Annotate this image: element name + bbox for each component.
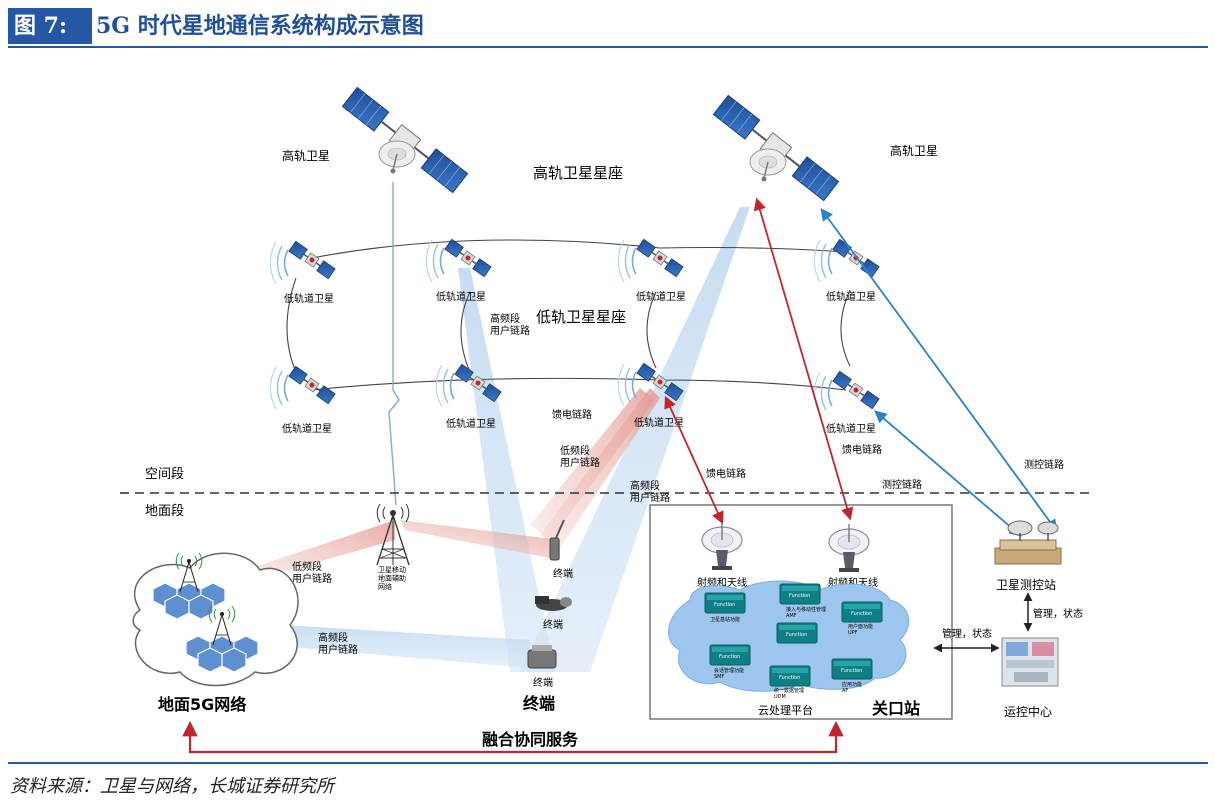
tt-link-arrow-1: [820, 207, 1058, 533]
terminal-label-3: 终端: [533, 676, 553, 689]
rf-antenna-2-icon: [828, 523, 870, 573]
mgmt-status-label-1: 管理，状态: [1033, 607, 1083, 620]
converged-service-arrow: [182, 720, 844, 754]
ground-segment-label: 地面段: [145, 504, 184, 519]
tt-link-label-2: 测控链路: [1024, 458, 1064, 471]
leo-satellite-1-icon: [269, 240, 336, 285]
geo-constellation-label: 高轨卫星星座: [533, 164, 623, 182]
low-band-link-label-2: 低频段用户链路: [292, 560, 332, 585]
geo-satellite-left-icon: [341, 86, 469, 194]
beam-leo-to-terminal: [458, 268, 555, 672]
tt-station-label: 卫星测控站: [996, 578, 1056, 592]
terminal-label-2: 终端: [543, 618, 563, 631]
fn-text-5: Function: [719, 654, 740, 660]
footer-rule: [8, 762, 1208, 764]
fn-text-3: Function: [851, 611, 872, 617]
geo-ground-link: [388, 182, 400, 506]
fn-text-7: Function: [841, 668, 862, 674]
leo-satellite-5-icon: [269, 365, 336, 410]
fn-text-2: Function: [789, 593, 810, 599]
beam-leo-terminal-red: [530, 388, 655, 540]
feeder-link-label-1: 馈电链路: [552, 408, 592, 421]
figure-number: 图 7:: [8, 8, 92, 44]
tt-link-label-1: 测控链路: [882, 478, 922, 491]
header: 图 7: 5G 时代星地通信系统构成示意图: [0, 0, 1215, 48]
fn-text-1: Function: [714, 602, 735, 608]
header-rule: [8, 46, 1208, 48]
leo-label-5: 低轨道卫星: [282, 422, 332, 435]
gateway-box: [649, 504, 953, 720]
gateway-label: 关口站: [872, 699, 920, 718]
fn-label-1: 卫星基站功能: [710, 616, 740, 623]
tt-link-arrow-2: [874, 410, 1022, 537]
high-band-link-label-2: 高频段用户链路: [630, 479, 670, 504]
ground-5g-network: [132, 552, 299, 687]
cloud-platform-label: 云处理平台: [758, 703, 813, 717]
leo-satellite-3-icon: [617, 238, 684, 283]
leo-label-4: 低轨道卫星: [826, 290, 876, 303]
ops-center-icon: [1001, 637, 1059, 687]
space-segment-label: 空间段: [145, 467, 184, 482]
terminal-big-label: 终端: [523, 694, 555, 713]
geo-satellite-right-icon: [712, 94, 840, 202]
leo-label-1: 低轨道卫星: [284, 292, 334, 305]
beam-tower-low-band: [240, 520, 395, 584]
leo-constellation-label: 低轨卫星星座: [536, 308, 626, 326]
fn-text-4: Function: [786, 632, 807, 638]
figure-title: 5G 时代星地通信系统构成示意图: [96, 13, 424, 39]
leo-label-8: 低轨道卫星: [826, 422, 876, 435]
terminal-vehicle-icon: [527, 645, 557, 669]
high-band-link-label-3: 高频段用户链路: [318, 631, 358, 656]
terminal-portable-icon: [535, 596, 572, 611]
ground-5g-label: 地面5G网络: [158, 695, 246, 714]
leo-satellite-2-icon: [425, 238, 492, 283]
geo-right-label: 高轨卫星: [890, 143, 938, 158]
tt-station-icon: [994, 520, 1062, 565]
rf-antenna-1-icon: [701, 521, 743, 571]
beam-geo-to-terminal: [520, 207, 750, 672]
feeder-link-arrow-1: [664, 395, 724, 525]
fn-text-6: Function: [779, 675, 800, 681]
beam-tower-terminal: [400, 520, 560, 560]
mgmt-status-label-2: 管理，状态: [942, 627, 992, 640]
geo-left-label: 高轨卫星: [282, 148, 330, 163]
converged-service-label: 融合协同服务: [482, 730, 579, 749]
feeder-link-label-2: 馈电链路: [706, 467, 746, 480]
leo-label-2: 低轨道卫星: [436, 290, 486, 303]
leo-label-6: 低轨道卫星: [446, 417, 496, 430]
feeder-link-label-3: 馈电链路: [842, 443, 882, 456]
leo-label-3: 低轨道卫星: [636, 290, 686, 303]
low-band-link-label-1: 低频段用户链路: [560, 444, 600, 469]
system-diagram: 高轨卫星 高轨卫星 高轨卫星星座 低轨道卫星 低轨道卫星 低轨道卫星 低轨道卫星…: [120, 86, 1095, 754]
terminal-handheld-icon: [549, 519, 565, 561]
leo-satellite-8-icon: [813, 370, 880, 415]
ground-station-label: 卫星移动地面辅助网络: [378, 565, 406, 591]
high-band-link-label-1: 高频段用户链路: [490, 312, 530, 337]
terminal-label-1: 终端: [553, 567, 573, 580]
source-note: 资料来源：卫星与网络，长城证券研究所: [10, 776, 334, 797]
user-link-beams: [200, 207, 750, 672]
ops-center-label: 运控中心: [1004, 704, 1052, 719]
